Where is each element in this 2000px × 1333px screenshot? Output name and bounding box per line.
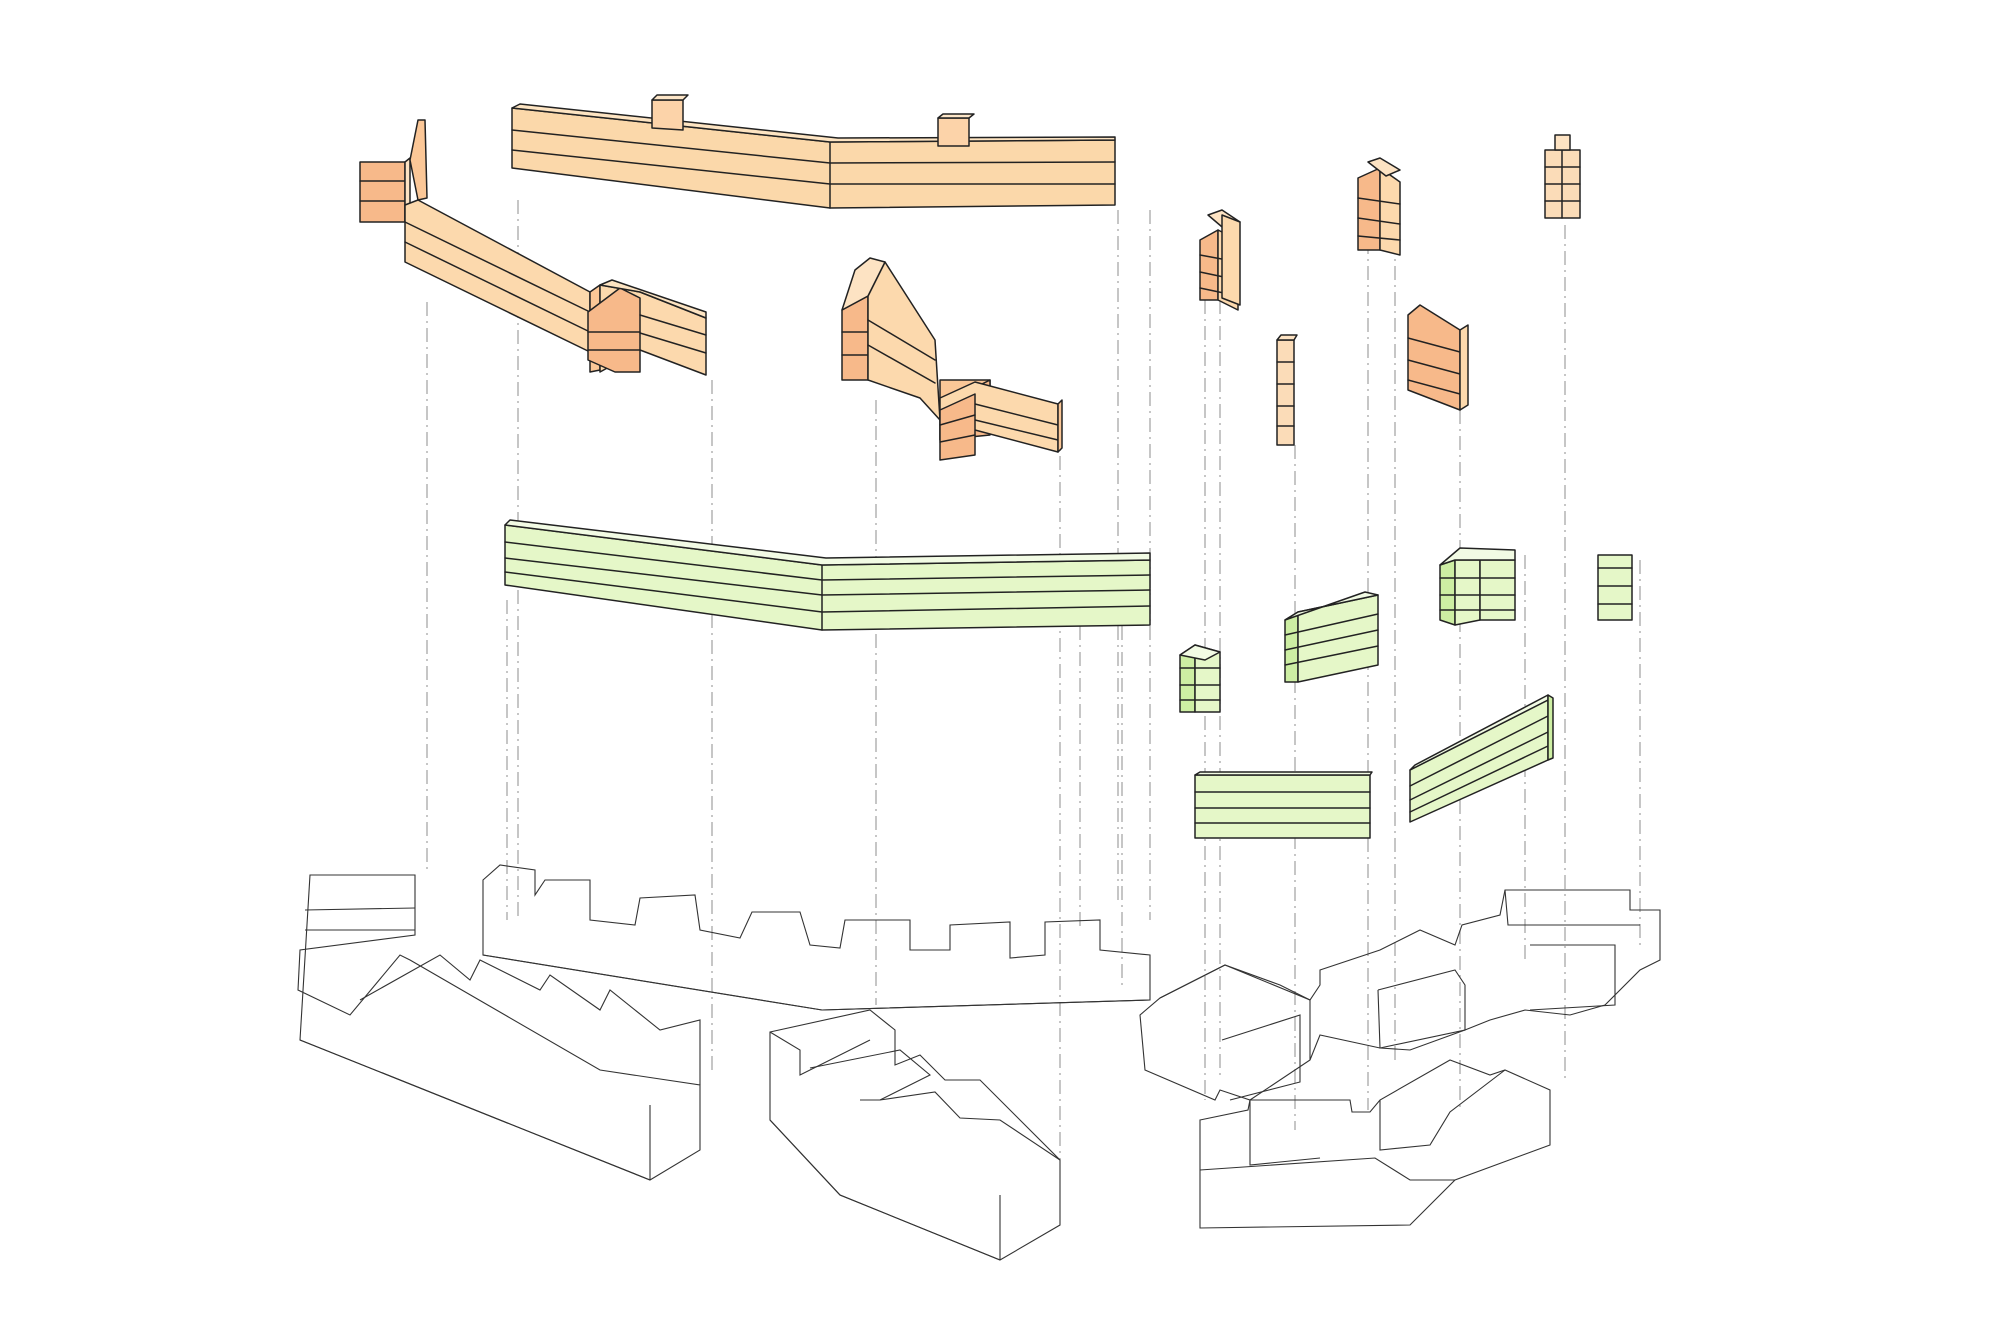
upper-tower-b: [1357, 157, 1401, 256]
middle-slab-long: [504, 519, 1151, 631]
upper-block-e: [1407, 304, 1469, 411]
middle-block-b: [1284, 591, 1379, 683]
upper-tower-c: [1544, 134, 1581, 219]
middle-block-d: [1597, 554, 1633, 621]
middle-block-f: [1409, 694, 1554, 823]
upper-slab-long: [511, 94, 1116, 209]
middle-block-a: [1179, 644, 1221, 713]
upper-tower-a: [1199, 209, 1241, 311]
base-slab-sawtooth: [482, 864, 1151, 1011]
base-massing: [297, 864, 1661, 1261]
base-slab-stepped-centre: [769, 1009, 1061, 1261]
upper-slab-diagonal-left: [359, 119, 707, 376]
middle-layer: [504, 519, 1633, 839]
middle-block-e: [1194, 771, 1373, 839]
middle-block-c: [1439, 547, 1516, 626]
upper-slab-zigzag: [841, 257, 1063, 461]
base-slab-stepped-left: [297, 874, 701, 1181]
upper-tower-d: [1276, 334, 1298, 446]
upper-layer: [359, 94, 1581, 461]
base-cluster-right: [1139, 889, 1661, 1229]
